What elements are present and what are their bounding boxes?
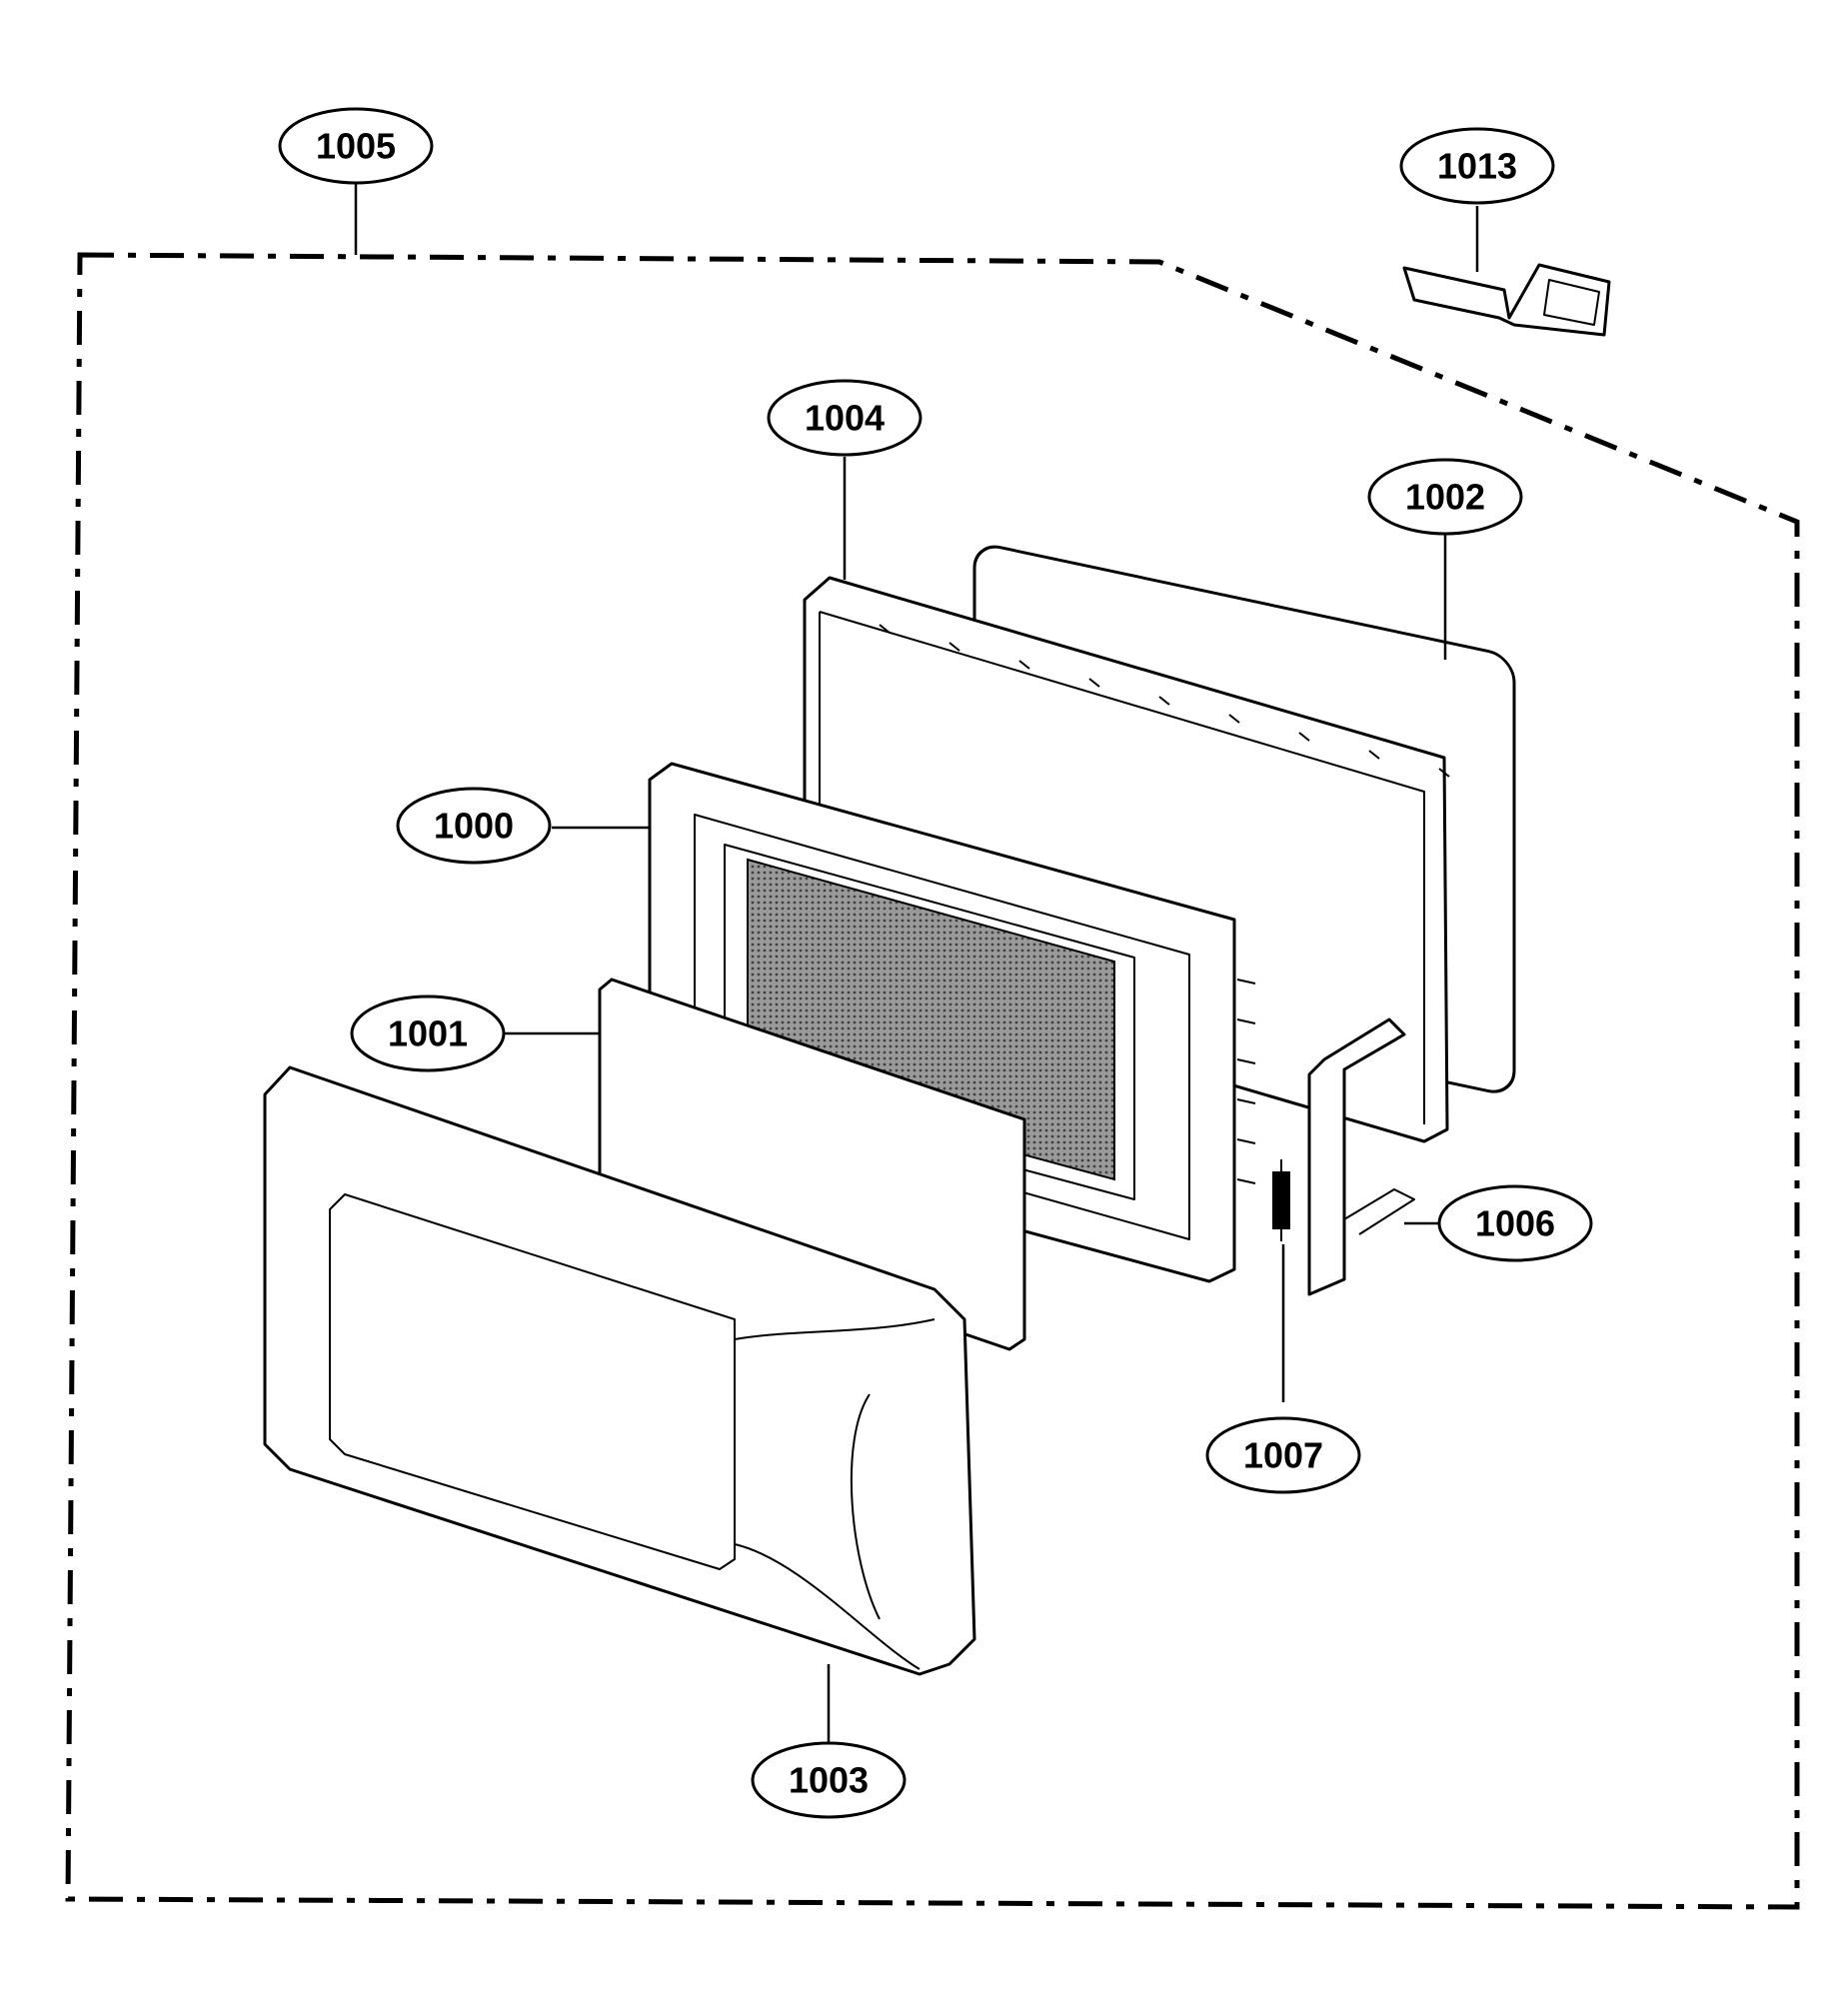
part-1013-bracket (1402, 263, 1611, 337)
svg-text:1001: 1001 (388, 1013, 468, 1054)
callout-1002: 1002 (1367, 458, 1523, 536)
callout-1003: 1003 (751, 1741, 907, 1819)
svg-text:1005: 1005 (316, 126, 396, 167)
svg-text:1007: 1007 (1243, 1435, 1323, 1476)
callout-1000: 1000 (396, 787, 552, 865)
callout-1004: 1004 (767, 379, 923, 457)
callout-1005: 1005 (278, 107, 434, 185)
part-1006-latch (1307, 1017, 1415, 1296)
svg-text:1003: 1003 (789, 1760, 869, 1801)
svg-text:1002: 1002 (1405, 477, 1485, 518)
callout-1001: 1001 (350, 995, 506, 1072)
callout-1007: 1007 (1205, 1416, 1361, 1494)
part-1007-spring (1272, 1159, 1290, 1241)
part-1003-door-cover (263, 1065, 976, 1676)
svg-text:1013: 1013 (1437, 146, 1517, 187)
callout-1013: 1013 (1399, 127, 1555, 205)
svg-text:1006: 1006 (1475, 1203, 1555, 1244)
svg-text:1000: 1000 (434, 806, 514, 847)
assembly-boundary (65, 252, 1800, 1910)
svg-text:1004: 1004 (805, 398, 885, 439)
callout-1006: 1006 (1437, 1184, 1593, 1262)
